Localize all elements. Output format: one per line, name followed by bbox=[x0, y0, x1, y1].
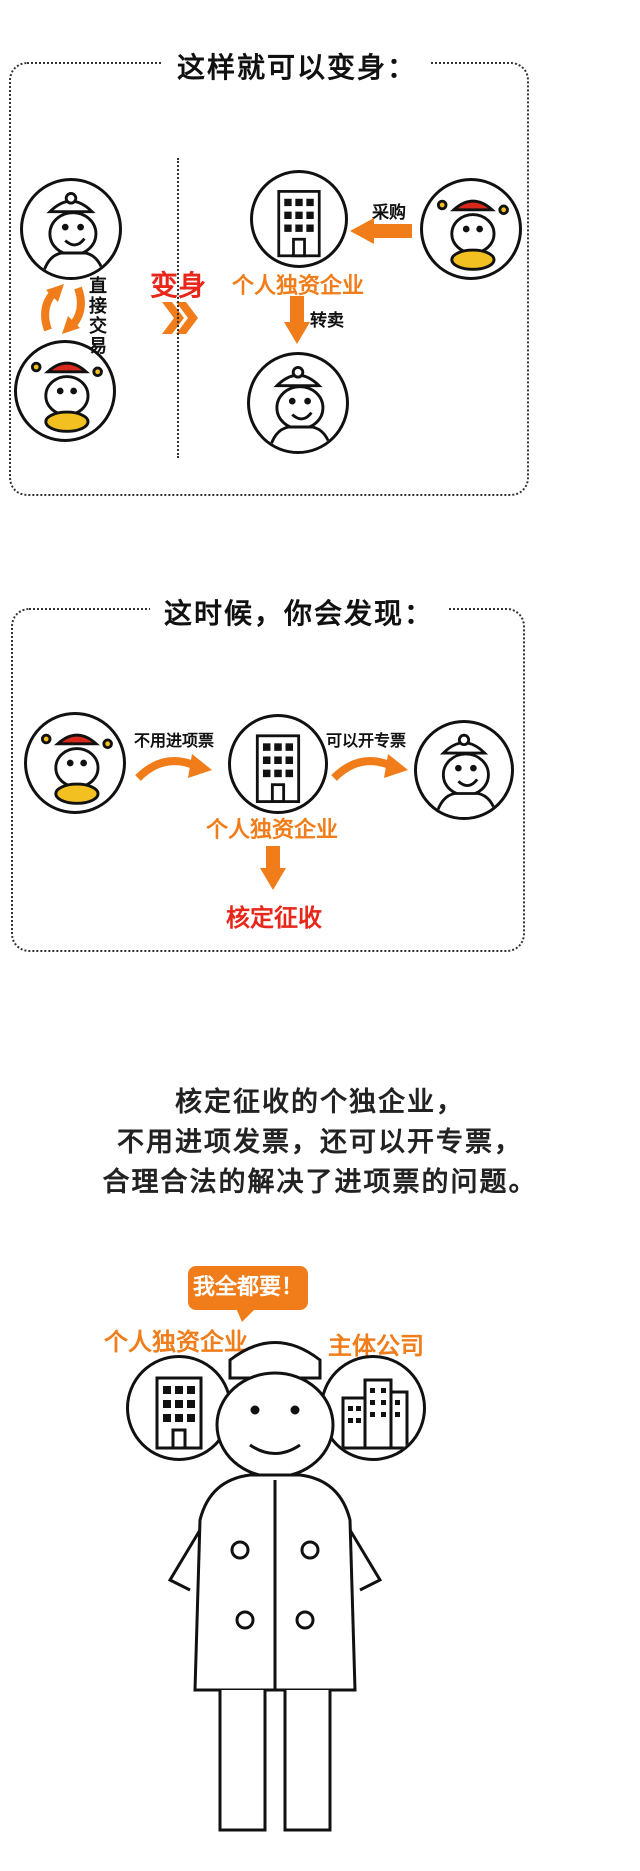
enterprise-building-icon bbox=[228, 714, 328, 814]
discovery-panel-title: 这时候，你会发现： bbox=[150, 592, 449, 632]
merchant-avatar bbox=[247, 352, 349, 454]
merchant-avatar bbox=[20, 178, 122, 280]
double-chevron-icon bbox=[162, 302, 198, 334]
exchange-cycle-icon bbox=[41, 284, 85, 334]
no-input-invoice-label: 不用进项票 bbox=[134, 731, 215, 750]
rich-merchant-avatar bbox=[24, 712, 126, 814]
enterprise-label: 个人独资企业 bbox=[206, 818, 339, 843]
speech-bubble: 我全都要！ bbox=[188, 1266, 308, 1310]
curved-arrow-icon bbox=[331, 754, 408, 781]
bubble-tail bbox=[236, 1308, 256, 1322]
merchant-avatar bbox=[414, 720, 514, 820]
purchase-label: 采购 bbox=[372, 203, 406, 223]
curved-arrow-icon bbox=[135, 754, 212, 781]
verified-levy-label: 核定征收 bbox=[226, 904, 322, 932]
summary-line-2: 不用进项发票，还可以开专票， bbox=[117, 1127, 523, 1158]
transform-panel-title: 这样就可以变身： bbox=[163, 46, 432, 86]
enterprise-label: 个人独资企业 bbox=[232, 274, 365, 299]
divider bbox=[177, 158, 179, 458]
summary-line-3: 合理合法的解决了进项票的问题。 bbox=[102, 1167, 538, 1198]
merchant-illustration bbox=[167, 1341, 383, 1832]
down-arrow-icon bbox=[284, 296, 310, 344]
rich-merchant-avatar bbox=[14, 340, 116, 442]
down-arrow-icon bbox=[260, 846, 286, 890]
direct-trade-label: 直接交易 bbox=[89, 276, 107, 357]
left-arrow-icon bbox=[350, 218, 412, 244]
resell-label: 转卖 bbox=[310, 311, 344, 331]
rich-merchant-avatar bbox=[420, 178, 522, 280]
enterprise-label: 个人独资企业 bbox=[104, 1328, 248, 1356]
summary-line-1: 核定征收的个独企业， bbox=[175, 1087, 465, 1118]
enterprise-building-icon bbox=[250, 170, 348, 268]
can-issue-special-label: 可以开专票 bbox=[326, 731, 407, 750]
